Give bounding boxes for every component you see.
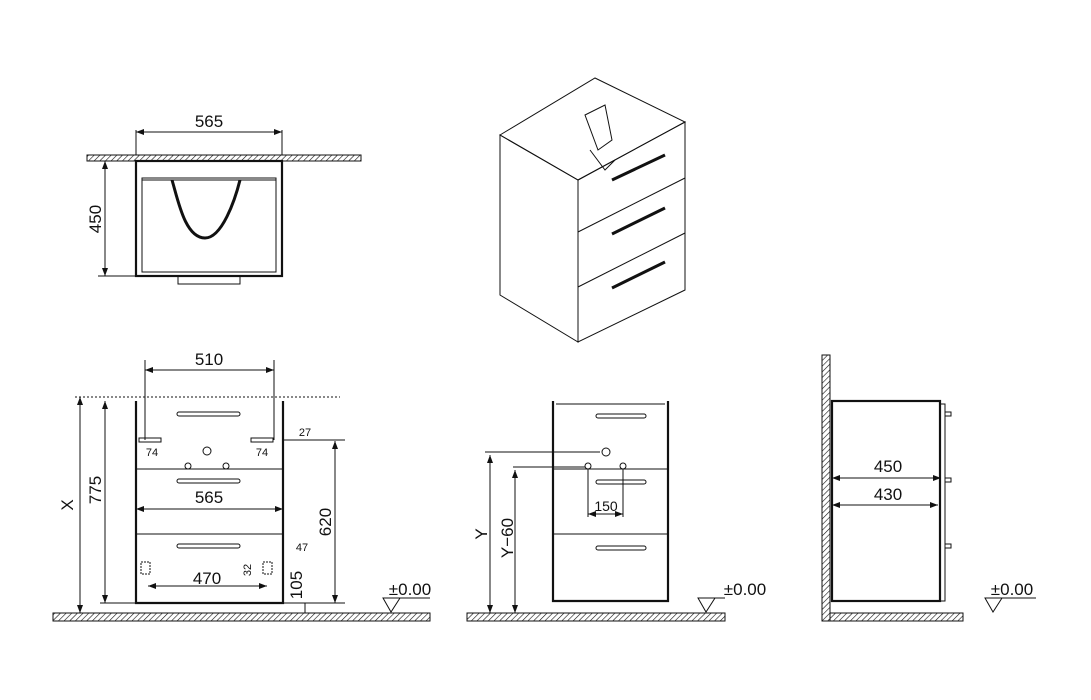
y-minus-label: Y−60 [498, 518, 517, 558]
y-label: Y [472, 528, 491, 539]
offset-label: 27 [299, 427, 311, 439]
height-var-label: X [58, 499, 77, 510]
side-depth-label: 450 [874, 457, 902, 476]
plan-width-label: 565 [195, 112, 223, 131]
inner-width-label: 565 [195, 488, 223, 507]
spacing-label: 150 [594, 498, 618, 514]
isometric-view [499, 77, 687, 343]
handle [611, 206, 666, 236]
level-label: ±0.00 [991, 580, 1033, 599]
level-label: ±0.00 [724, 580, 766, 599]
bracket-left-label: 74 [146, 447, 158, 459]
floor-clearance-label: 105 [287, 571, 306, 599]
wall [821, 354, 831, 622]
handle [611, 153, 666, 182]
foot-offset-label: 47 [296, 542, 308, 554]
siphon-cutout [170, 179, 242, 240]
floor [466, 612, 726, 622]
height-label: 775 [86, 476, 105, 504]
floor [829, 612, 964, 622]
front-view: 510 X 775 27 74 74 565 620 47 32 470 105… [52, 350, 431, 622]
foot-height-label: 32 [242, 564, 254, 576]
level-label: ±0.00 [389, 580, 431, 599]
top-width-label: 510 [195, 350, 223, 369]
plumbing-view: Y Y−60 150 ±0.00 [466, 401, 766, 622]
floor [52, 612, 431, 622]
side-view: 450 430 ±0.00 [821, 354, 1036, 622]
bracket-right-label: 74 [256, 447, 268, 459]
fixing-height-label: 620 [316, 508, 335, 536]
foot-spacing-label: 470 [193, 569, 221, 588]
handle [611, 260, 666, 290]
plan-depth-label: 450 [86, 205, 105, 233]
plan-view: 565 450 [86, 112, 362, 285]
side-inner-depth-label: 430 [874, 485, 902, 504]
